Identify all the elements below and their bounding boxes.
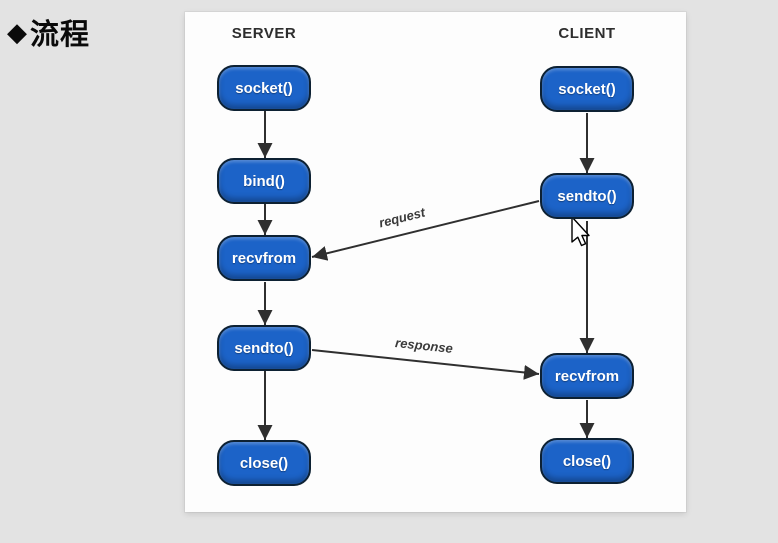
flow-node-label: socket() [235,79,293,97]
slide-title: ◆ 流程 [7,11,90,53]
flow-node-server-socket: socket() [217,65,311,111]
flow-node-server-bind: bind() [217,158,311,204]
flow-node-client-close: close() [540,438,634,484]
flow-node-client-recvfrom: recvfrom [540,353,634,399]
client-column-header: CLIENT [558,25,616,42]
response-edge-label: response [394,335,454,356]
flow-node-label: recvfrom [554,367,620,385]
flow-node-label: socket() [558,80,616,98]
flow-node-label: recvfrom [231,249,297,267]
flow-node-client-sendto: sendto() [540,173,634,219]
flow-node-label: close() [239,454,289,472]
flow-node-server-close: close() [217,440,311,486]
flow-node-label: bind() [243,172,285,190]
flow-node-server-recvfrom: recvfrom [217,235,311,281]
diagram-panel: SERVER CLIENT socket() b [185,12,686,512]
flow-node-label: sendto() [557,187,617,205]
request-edge-label: request [377,204,427,231]
flow-node-client-socket: socket() [540,66,634,112]
mouse-cursor-icon [571,216,590,247]
diamond-bullet-icon: ◆ [7,17,28,47]
flow-node-label: close() [562,452,612,470]
slide-title-text: 流程 [30,19,91,51]
server-column-header: SERVER [231,25,297,42]
flow-node-server-sendto: sendto() [217,325,311,371]
flow-node-label: sendto() [234,339,294,357]
